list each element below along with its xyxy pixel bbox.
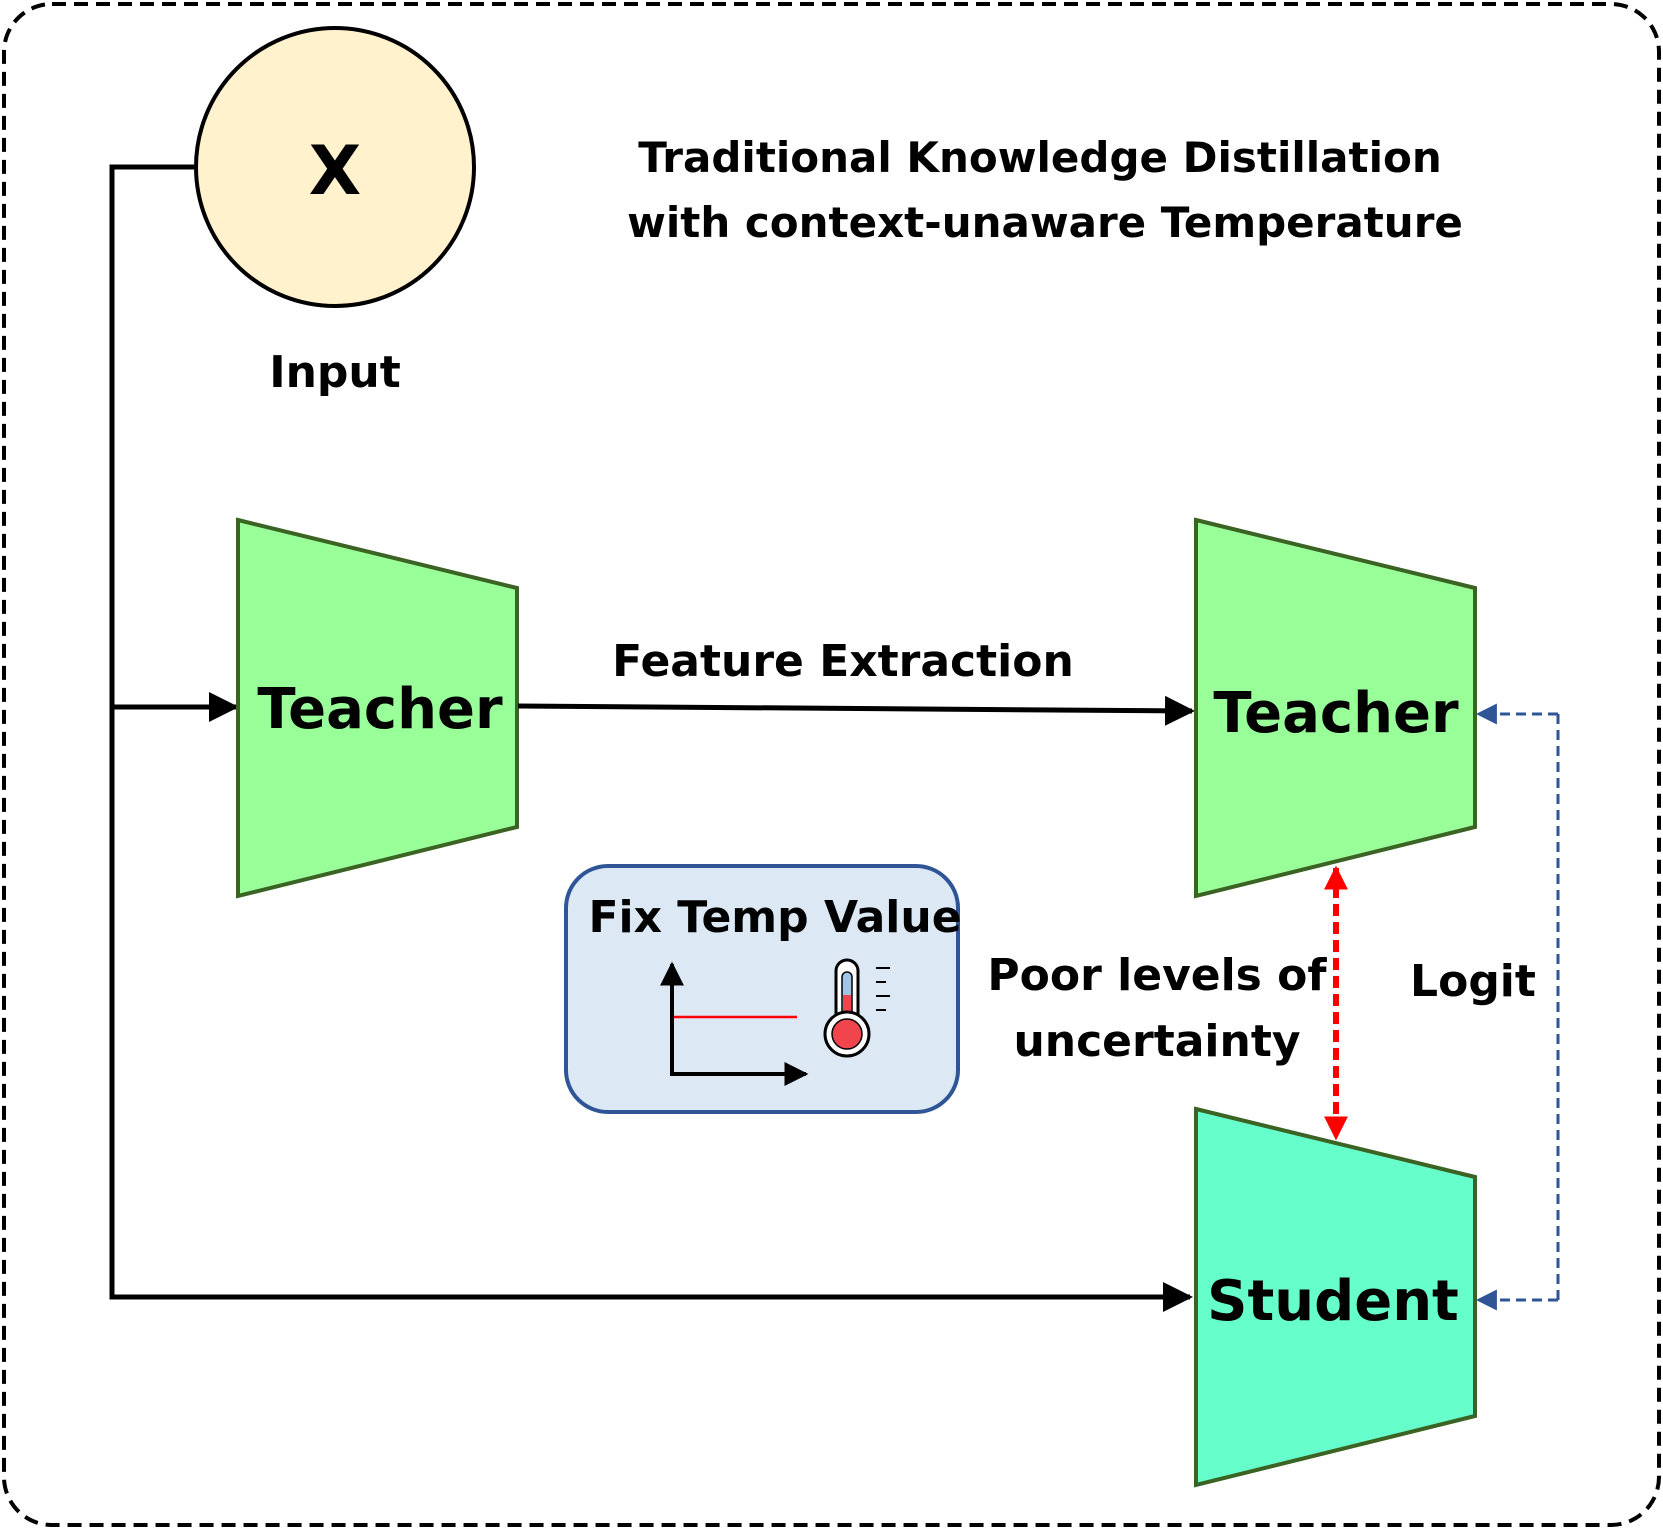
student-label: Student <box>1207 1269 1459 1334</box>
thermometer-icon <box>823 958 890 1058</box>
uncertainty-label-line1: Poor levels of <box>987 950 1327 1001</box>
input-label: Input <box>269 347 401 398</box>
diagram-title-line2: with context-unaware Temperature <box>627 198 1463 247</box>
temp-axes-icon <box>660 961 809 1086</box>
feature-extraction-label: Feature Extraction <box>612 636 1074 687</box>
teacher-module-left <box>236 517 519 899</box>
diagram-title-line1: Traditional Knowledge Distillation <box>638 133 1441 182</box>
logit-label: Logit <box>1410 956 1536 1007</box>
teacher-right-label: Teacher <box>1213 681 1459 746</box>
teacher-left-label: Teacher <box>257 677 503 742</box>
input-symbol: X <box>309 132 361 211</box>
feature-extraction-arrow <box>517 695 1195 726</box>
fix-temp-label: Fix Temp Value <box>588 892 961 943</box>
teacher-module-right <box>1194 517 1477 899</box>
student-module <box>1194 1106 1477 1488</box>
uncertainty-label-line2: uncertainty <box>1013 1016 1300 1067</box>
input-trunk-line <box>109 164 1193 1312</box>
